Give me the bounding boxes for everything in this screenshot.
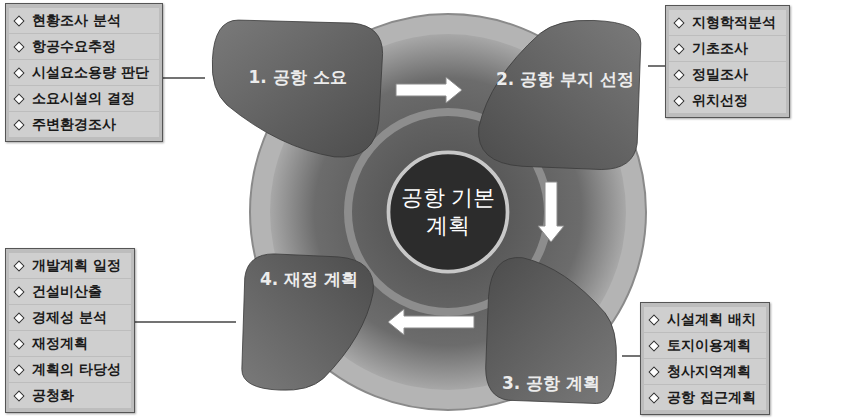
list-row: 지형학적분석 bbox=[669, 10, 786, 35]
petal-outline bbox=[212, 20, 382, 157]
list-item: 정밀조사 bbox=[692, 66, 748, 83]
list-row: 공항 접근계획 bbox=[644, 385, 766, 410]
diamond-bullet bbox=[648, 366, 659, 377]
diamond-bullet bbox=[13, 119, 24, 130]
diamond-bullet bbox=[13, 41, 24, 52]
diamond-bullet bbox=[673, 69, 684, 80]
phase-title: 4. 재정 계획 bbox=[236, 268, 382, 290]
list-row: 주변환경조사 bbox=[9, 112, 159, 137]
phase-title: 1. 공항 소요 bbox=[205, 66, 390, 88]
diamond-bullet bbox=[673, 95, 684, 106]
leader-stroke bbox=[163, 77, 205, 79]
flow-arrow bbox=[396, 77, 462, 103]
circle-shape bbox=[386, 150, 510, 274]
list-row: 재정계획 bbox=[9, 331, 131, 356]
arrow-shape bbox=[396, 77, 462, 103]
list-item: 개발계획 일정 bbox=[32, 257, 121, 274]
leader-line bbox=[648, 66, 665, 67]
leader-stroke bbox=[622, 355, 640, 357]
list-item: 경제성 분석 bbox=[32, 309, 107, 326]
diamond-bullet bbox=[13, 67, 24, 78]
petal-outline bbox=[479, 20, 641, 169]
list-item: 시설계획 배치 bbox=[667, 311, 756, 328]
list-row: 경제성 분석 bbox=[9, 305, 131, 330]
flow-arrow bbox=[388, 309, 474, 335]
list-item: 소요시설의 결정 bbox=[32, 90, 135, 107]
center-circle: 공항 기본 계획 bbox=[386, 150, 510, 274]
phase-petal: 3. 공항 계획 bbox=[480, 248, 622, 410]
list-item: 공청화 bbox=[32, 387, 74, 404]
leader-stroke bbox=[648, 65, 665, 67]
diamond-bullet bbox=[13, 390, 24, 401]
center-title: 공항 기본 계획 bbox=[398, 184, 498, 240]
diamond-bullet bbox=[13, 15, 24, 26]
diamond-bullet bbox=[13, 338, 24, 349]
diamond-bullet bbox=[648, 314, 659, 325]
diamond-bullet bbox=[13, 93, 24, 104]
list-item: 주변환경조사 bbox=[32, 116, 116, 133]
list-item: 항공수요추정 bbox=[32, 38, 116, 55]
list-row: 소요시설의 결정 bbox=[9, 86, 159, 111]
list-item: 현황조사 분석 bbox=[32, 12, 121, 29]
diamond-bullet bbox=[13, 260, 24, 271]
circle-outline bbox=[388, 152, 507, 271]
petal-shape bbox=[468, 14, 648, 176]
list-row: 계획의 타당성 bbox=[9, 357, 131, 382]
list-item: 시설요소용량 판단 bbox=[32, 64, 149, 81]
list-row: 개발계획 일정 bbox=[9, 253, 131, 278]
list-item: 위치선정 bbox=[692, 92, 748, 109]
diamond-bullet bbox=[13, 286, 24, 297]
list-item: 재정계획 bbox=[32, 335, 88, 352]
list-row: 현황조사 분석 bbox=[9, 8, 159, 33]
list-item: 공항 접근계획 bbox=[667, 389, 756, 406]
list-item: 지형학적분석 bbox=[692, 14, 776, 31]
petal-shape bbox=[205, 14, 390, 166]
list-item: 청사지역계획 bbox=[667, 363, 751, 380]
flow-arrow bbox=[538, 182, 564, 242]
phase-title: 3. 공항 계획 bbox=[480, 372, 622, 394]
arrow-shape bbox=[538, 182, 564, 242]
leader-stroke bbox=[135, 321, 236, 323]
diamond-bullet bbox=[673, 17, 684, 28]
task-list-box: 현황조사 분석항공수요추정시설요소용량 판단소요시설의 결정주변환경조사 bbox=[5, 3, 163, 142]
diamond-bullet bbox=[673, 43, 684, 54]
diamond-bullet bbox=[648, 392, 659, 403]
list-item: 건설비산출 bbox=[32, 283, 102, 300]
leader-line bbox=[135, 322, 236, 323]
list-row: 건설비산출 bbox=[9, 279, 131, 304]
list-row: 위치선정 bbox=[669, 88, 786, 113]
list-row: 청사지역계획 bbox=[644, 359, 766, 384]
phase-petal: 1. 공항 소요 bbox=[205, 14, 390, 166]
task-list-box: 지형학적분석기초조사정밀조사위치선정 bbox=[665, 5, 790, 118]
list-row: 공청화 bbox=[9, 383, 131, 408]
list-row: 정밀조사 bbox=[669, 62, 786, 87]
task-list-box: 시설계획 배치토지이용계획청사지역계획공항 접근계획 bbox=[640, 302, 770, 415]
list-item: 계획의 타당성 bbox=[32, 361, 121, 378]
list-item: 토지이용계획 bbox=[667, 337, 751, 354]
diamond-bullet bbox=[13, 364, 24, 375]
list-row: 시설요소용량 판단 bbox=[9, 60, 159, 85]
diamond-bullet bbox=[13, 312, 24, 323]
diamond-bullet bbox=[648, 340, 659, 351]
list-item: 기초조사 bbox=[692, 40, 748, 57]
list-row: 기초조사 bbox=[669, 36, 786, 61]
phase-petal: 2. 공항 부지 선정 bbox=[468, 14, 648, 176]
leader-line bbox=[163, 78, 205, 79]
phase-petal: 4. 재정 계획 bbox=[236, 248, 382, 396]
list-row: 항공수요추정 bbox=[9, 34, 159, 59]
leader-line bbox=[622, 356, 640, 357]
list-row: 토지이용계획 bbox=[644, 333, 766, 358]
arrow-shape bbox=[388, 309, 474, 335]
task-list-box: 개발계획 일정건설비산출경제성 분석재정계획계획의 타당성공청화 bbox=[5, 248, 135, 413]
list-row: 시설계획 배치 bbox=[644, 307, 766, 332]
phase-title: 2. 공항 부지 선정 bbox=[482, 68, 648, 90]
